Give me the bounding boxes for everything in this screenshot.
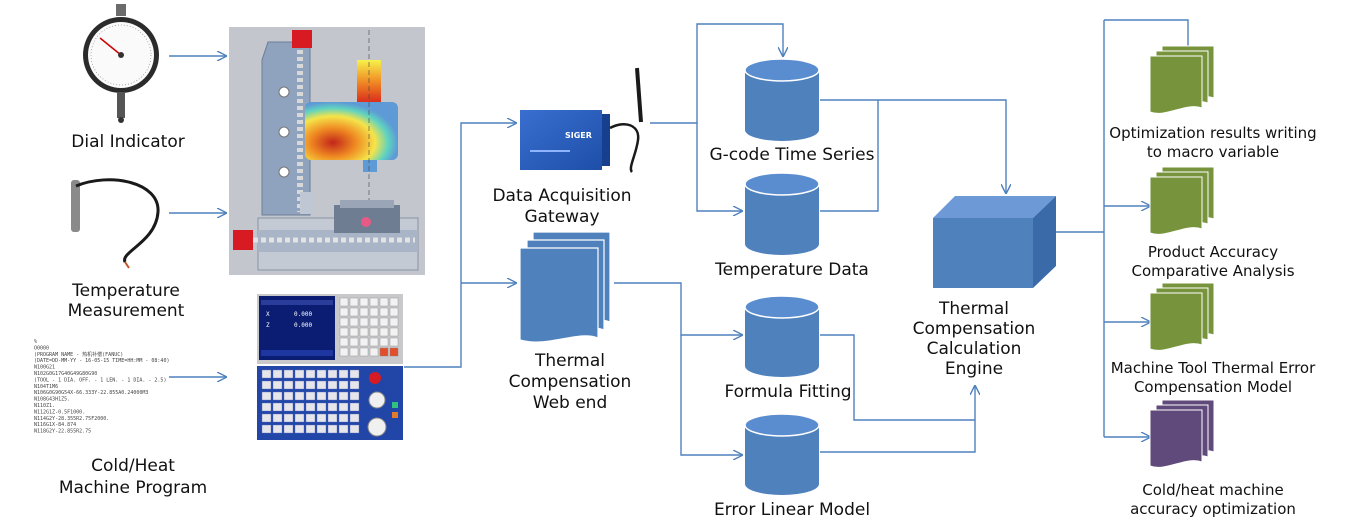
engine-cube-icon xyxy=(933,196,1056,288)
dial-indicator-icon xyxy=(83,4,159,123)
program-line: N116G1X-84.874 xyxy=(34,422,76,428)
machine-tool-thermal-image xyxy=(229,27,425,275)
source-label-program-line2: Machine Program xyxy=(59,478,207,498)
output-label-1: Optimization results writing xyxy=(1109,124,1316,142)
arrow-gcode-to-engine xyxy=(820,99,1006,193)
database-error-label: Error Linear Model xyxy=(714,500,870,520)
program-line: O0000 xyxy=(34,345,49,351)
gateway-device-icon: SIGER xyxy=(520,67,643,173)
gateway-label-line2: Gateway xyxy=(524,207,599,227)
source-label-program: Cold/Heat xyxy=(91,456,175,476)
cnc-controller-image: X 0.000 Z 0.000 xyxy=(257,294,403,440)
database-temperature-icon xyxy=(744,172,820,255)
engine-label-line4: Engine xyxy=(945,359,1003,379)
webend-label-line2: Compensation xyxy=(509,372,632,392)
output-document-icon xyxy=(1149,166,1215,235)
webend-label: Thermal xyxy=(534,351,605,371)
temperature-sensor-icon xyxy=(71,178,160,269)
cnc-axis-x-value: 0.000 xyxy=(294,311,312,318)
output-document-icon xyxy=(1149,399,1215,468)
program-line: (TOOL - 1 DIA. OFF. - 1 LEN. - 1 DIA. - … xyxy=(34,377,166,383)
arrow-cnc-to-gateway xyxy=(404,123,516,368)
program-line: N114G2Y-28.355R2.75F2000. xyxy=(34,416,109,422)
program-line: (DATE=DD-MM-YY - 16-05-15 TIME=HH:MM - 0… xyxy=(34,358,169,364)
program-listing: %O0000(PROGRAM NAME - 热机补偿(FANUC)(DATE=D… xyxy=(34,339,169,435)
program-line: N100G21 xyxy=(34,365,55,371)
cnc-axis-z-value: 0.000 xyxy=(294,322,312,329)
arrow-webend-to-formula xyxy=(614,282,742,335)
source-label-temperature-line2: Measurement xyxy=(68,301,185,321)
program-line: (PROGRAM NAME - 热机补偿(FANUC) xyxy=(34,351,123,358)
output-label-2-line2: Comparative Analysis xyxy=(1131,262,1294,280)
output-label-4: Cold/heat machine xyxy=(1142,481,1283,499)
database-gcode-icon xyxy=(744,58,820,141)
web-end-document-icon xyxy=(519,231,611,343)
output-label-3: Machine Tool Thermal Error xyxy=(1111,359,1316,377)
webend-label-line3: Web end xyxy=(533,393,608,413)
gateway-brand: SIGER xyxy=(565,131,592,140)
engine-label: Thermal xyxy=(938,299,1009,319)
program-line: N102G0G17G40G49G80G90 xyxy=(34,371,97,377)
output-documents xyxy=(1149,45,1215,468)
arrow-formula-to-engine xyxy=(820,334,975,421)
arrow-gateway-to-temperature xyxy=(696,123,742,211)
cnc-axis-z: Z xyxy=(266,322,270,329)
arrow-to-output-1 xyxy=(1104,19,1188,55)
database-error-icon xyxy=(744,413,820,495)
output-label-2: Product Accuracy xyxy=(1148,243,1278,261)
gateway-label: Data Acquisition xyxy=(492,186,631,206)
output-document-icon xyxy=(1149,282,1215,351)
program-line: N106G0G90G54X-66.333Y-22.855A0.24000M3 xyxy=(34,390,148,396)
source-label-dial-indicator: Dial Indicator xyxy=(71,132,184,152)
cnc-axis-x: X xyxy=(266,311,270,318)
arrow-temperature-merge xyxy=(820,100,879,212)
arrow-error-to-engine xyxy=(820,420,976,453)
engine-label-line2: Compensation xyxy=(913,319,1036,339)
output-document-icon xyxy=(1149,45,1215,114)
program-line: N112G1Z-0.5F1000. xyxy=(34,409,85,415)
source-label-temperature: Temperature xyxy=(71,281,180,301)
database-formula-icon xyxy=(744,295,820,377)
output-label-4-line2: accuracy optimization xyxy=(1130,500,1296,518)
arrow-webend-to-error xyxy=(680,335,742,455)
database-temperature-label: Temperature Data xyxy=(714,260,869,280)
output-label-1-line2: to macro variable xyxy=(1147,143,1279,161)
program-line: N108G43H1Z5. xyxy=(34,397,70,403)
program-line: % xyxy=(34,339,37,345)
program-line: N110Z1. xyxy=(34,403,55,409)
output-label-3-line2: Compensation Model xyxy=(1134,378,1292,396)
arrow-gateway-to-gcode xyxy=(650,23,783,124)
program-line: N104T1M6 xyxy=(34,384,58,390)
program-line: N118G2Y-22.855R2.75 xyxy=(34,429,91,435)
database-gcode-label: G-code Time Series xyxy=(710,145,875,165)
engine-label-line3: Calculation xyxy=(927,339,1022,359)
database-formula-label: Formula Fitting xyxy=(724,382,851,402)
